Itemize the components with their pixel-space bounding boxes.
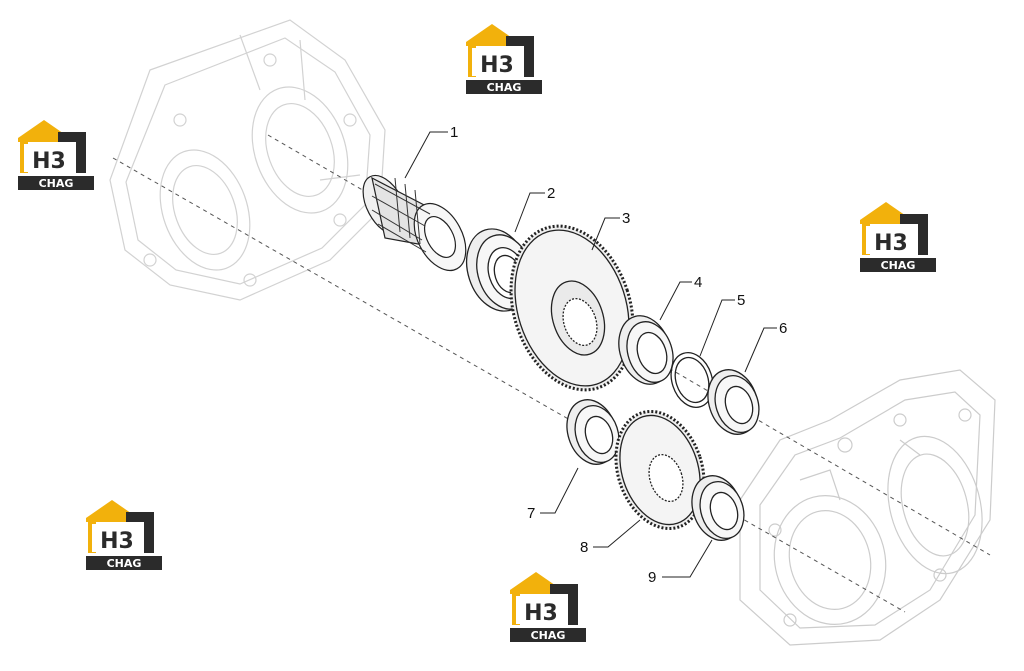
part-5-snap-ring	[670, 352, 714, 408]
svg-text:H3: H3	[32, 149, 66, 174]
part-9-bearing	[691, 475, 745, 541]
callout-3: 3	[622, 210, 630, 227]
watermark-logo: H3 CHAG	[18, 120, 94, 190]
svg-text:CHAG: CHAG	[487, 81, 522, 94]
part-8-small-gear	[614, 409, 706, 531]
callout-8: 8	[580, 539, 588, 556]
svg-text:CHAG: CHAG	[39, 177, 74, 190]
svg-text:CHAG: CHAG	[531, 629, 566, 642]
svg-text:CHAG: CHAG	[881, 259, 916, 272]
svg-text:H3: H3	[100, 529, 134, 554]
right-housing-ghost	[739, 369, 996, 646]
callout-7: 7	[527, 505, 535, 522]
svg-text:H3: H3	[524, 601, 558, 626]
left-housing-ghost	[109, 19, 386, 301]
callout-labels: 1 2 3 4 5 6 7 8 9	[450, 124, 787, 586]
watermark-logo: H3 CHAG	[510, 572, 586, 642]
callout-5: 5	[737, 292, 745, 309]
svg-text:H3: H3	[874, 231, 908, 256]
svg-text:CHAG: CHAG	[107, 557, 142, 570]
callout-1: 1	[450, 124, 458, 141]
callout-4: 4	[694, 274, 702, 291]
callout-2: 2	[547, 185, 555, 202]
callout-6: 6	[779, 320, 787, 337]
part-1-splined-sleeve	[362, 174, 467, 272]
svg-text:H3: H3	[480, 53, 514, 78]
callout-9: 9	[648, 569, 656, 586]
watermark-logo: H3 CHAG	[466, 24, 542, 94]
watermark-logo: H3 CHAG	[86, 500, 162, 570]
part-3-large-gear	[509, 224, 635, 392]
leader-lines	[404, 131, 777, 578]
part-4-bearing	[618, 315, 674, 385]
part-6-spacer-ring	[707, 369, 760, 435]
part-7-bearing	[566, 399, 620, 465]
watermark-logo: H3 CHAG	[860, 202, 936, 272]
